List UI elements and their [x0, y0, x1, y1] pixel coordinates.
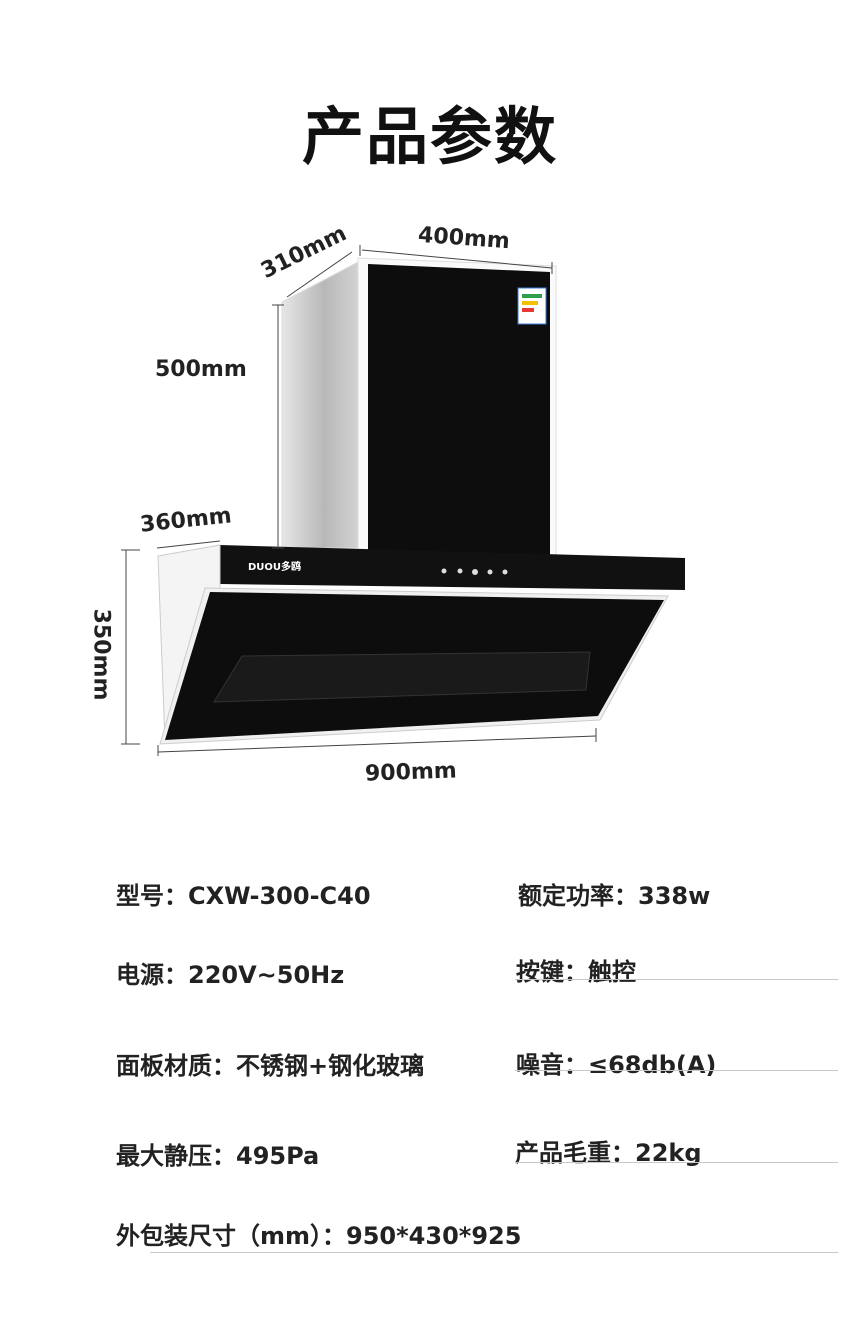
spec-package-size: 外包装尺寸（mm）：950*430*925: [116, 1222, 522, 1250]
divider: [515, 1070, 838, 1071]
chimney-side-panel: [281, 261, 367, 549]
spec-buttons: 按键：触控: [516, 958, 636, 986]
fan-high-button[interactable]: [457, 568, 463, 574]
spec-noise: 噪音：≤68db(A): [516, 1051, 717, 1079]
chimney-front-glass: [368, 264, 550, 558]
spec-rated-power: 额定功率：338w: [518, 882, 711, 910]
brand-logo: DUOU多鸥: [248, 560, 301, 573]
divider: [515, 1162, 838, 1163]
spec-max-static-pressure: 最大静压：495Pa: [116, 1142, 320, 1170]
fan-low-button[interactable]: [441, 568, 447, 574]
touch-buttons: [441, 568, 508, 575]
spec-model: 型号：CXW-300-C40: [116, 882, 371, 910]
width-bottom-label: 900mm: [364, 758, 458, 787]
divider: [515, 979, 838, 980]
range-hood-illustration: DUOU多鸥: [121, 245, 685, 756]
air-intake-window: [213, 651, 591, 703]
height-top-label: 500mm: [155, 357, 247, 382]
clean-button[interactable]: [502, 569, 508, 575]
control-panel-bar: [220, 545, 685, 590]
power-button[interactable]: [472, 569, 478, 575]
spec-panel-material: 面板材质：不锈钢+钢化玻璃: [116, 1052, 425, 1080]
divider: [150, 1252, 838, 1253]
spec-power-supply: 电源：220V~50Hz: [116, 961, 345, 989]
height-bottom-label: 350mm: [88, 608, 114, 701]
page-title: 产品参数: [301, 100, 558, 173]
light-button[interactable]: [487, 569, 493, 575]
energy-label-sticker: [517, 287, 547, 325]
